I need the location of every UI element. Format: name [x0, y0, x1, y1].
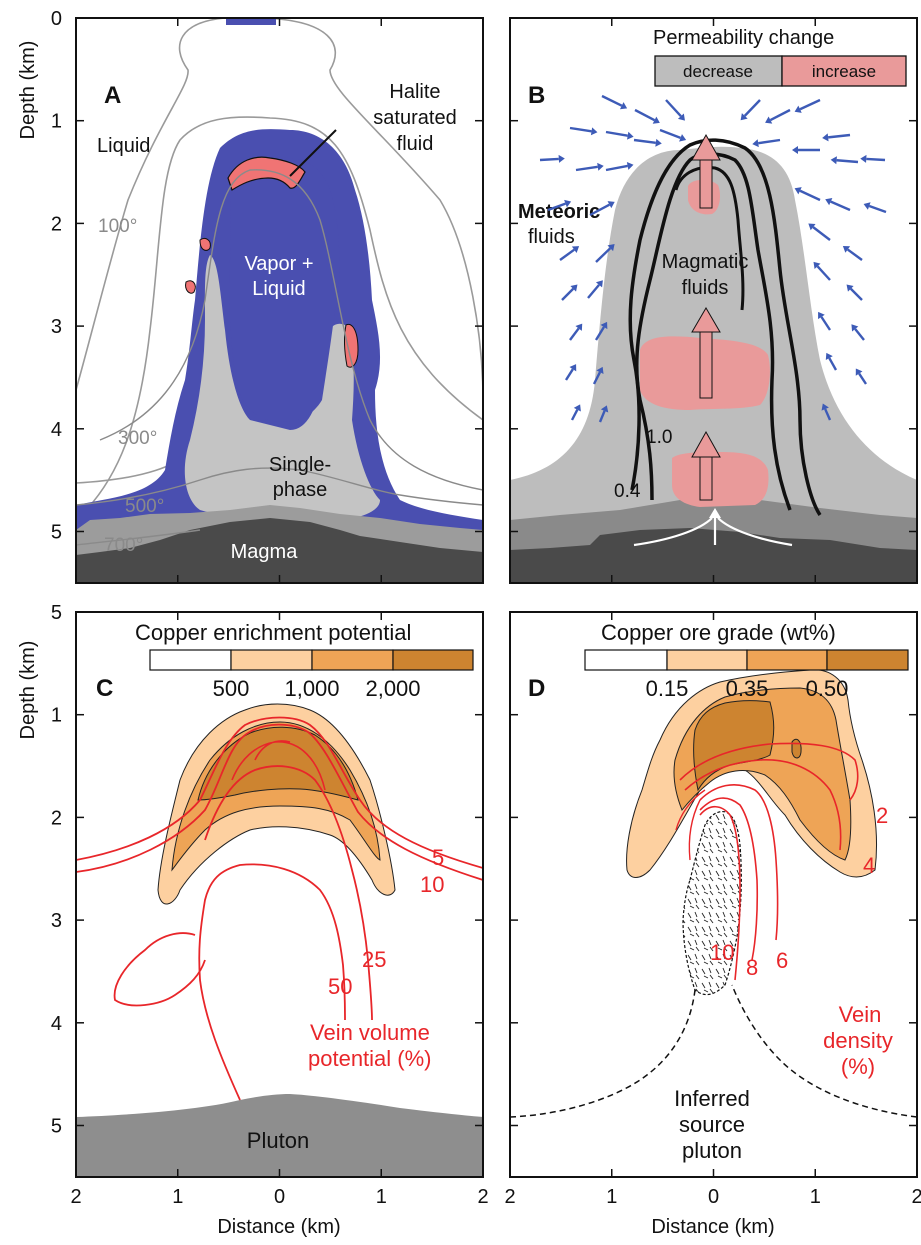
label-magmatic-1: Magmatic [662, 251, 749, 273]
label-magma: Magma [231, 541, 299, 563]
enrich-box-light [231, 650, 312, 670]
depth-tick-label: 3 [51, 910, 62, 932]
label-vein-density-3: (%) [841, 1054, 875, 1079]
panel-c: Copper enrichment potential 500 1,000 2,… [76, 612, 483, 1177]
pink-low [672, 452, 768, 507]
grade-dark-blob [792, 739, 801, 758]
label-pluton: Pluton [247, 1128, 309, 1153]
grade-box-dark [827, 650, 908, 670]
label-vein-2: 2 [876, 803, 888, 828]
grade-tick-1: 0.15 [646, 676, 689, 701]
enrich-legend-title: Copper enrichment potential [135, 620, 411, 645]
flow-arrow [540, 159, 559, 160]
distance-tick-label: 0 [708, 1186, 719, 1208]
panel-c-letter: C [96, 675, 113, 702]
label-magmatic-2: fluids [682, 277, 729, 299]
depth-tick-label: 4 [51, 1013, 62, 1035]
distance-tick-label: 2 [477, 1186, 488, 1208]
magma-top-line [226, 18, 276, 25]
grade-tick-2: 0.35 [726, 676, 769, 701]
enrich-box-mid [312, 650, 393, 670]
depth-tick-label: 0 [51, 8, 62, 30]
label-halite-1: Halite [389, 81, 440, 103]
label-meteoric-2: fluids [528, 226, 575, 248]
panel-b-letter: B [528, 82, 545, 109]
panel-d-letter: D [528, 675, 545, 702]
label-vein-10: 10 [420, 872, 444, 897]
label-vein-4: 4 [863, 853, 875, 878]
label-halite-2: saturated [373, 107, 456, 129]
depth-tick-label: 2 [51, 807, 62, 829]
y-axis-title-bottom: Depth (km) [17, 641, 39, 740]
depth-tick-label: 2 [51, 213, 62, 235]
label-vein-volume-1: Vein volume [310, 1020, 430, 1045]
label-700: 700° [104, 535, 143, 556]
distance-tick-label: 0 [274, 1186, 285, 1208]
depth-tick-label: 5 [51, 522, 62, 544]
depth-tick-label: 1 [51, 705, 62, 727]
label-inferred-1: Inferred [674, 1086, 750, 1111]
x-axis-title-left: Distance (km) [217, 1216, 340, 1238]
label-100: 100° [98, 216, 137, 237]
panel-d: Copper ore grade (wt%) 0.15 0.35 0.50 D … [510, 612, 917, 1177]
label-single-2: phase [273, 479, 328, 501]
label-300: 300° [118, 428, 157, 449]
label-vein-25: 25 [362, 947, 386, 972]
label-500: 500° [125, 496, 164, 517]
distance-tick-label: 2 [504, 1186, 515, 1208]
label-vein-density-2: density [823, 1028, 893, 1053]
enrich-tick-1: 500 [213, 676, 250, 701]
label-meteoric-1: Meteoric [518, 201, 600, 223]
label-vein-10: 10 [710, 940, 734, 965]
distance-tick-label: 1 [376, 1186, 387, 1208]
flow-arrow [866, 159, 885, 160]
label-halite-3: fluid [397, 133, 434, 155]
distance-tick-label: 2 [70, 1186, 81, 1208]
label-vein-5: 5 [432, 845, 444, 870]
depth-tick-label: 4 [51, 419, 62, 441]
label-vapor-2: Liquid [252, 278, 305, 300]
label-vein-volume-2: potential (%) [308, 1046, 432, 1071]
perm-decrease-label: decrease [683, 62, 753, 81]
distance-tick-label: 1 [810, 1186, 821, 1208]
panel-b: Permeability change decrease increase B … [510, 18, 917, 583]
x-axis-title-right: Distance (km) [651, 1216, 774, 1238]
panel-a-letter: A [104, 82, 121, 109]
distance-tick-label: 2 [911, 1186, 921, 1208]
label-inferred-3: pluton [682, 1138, 742, 1163]
label-inferred-2: source [679, 1112, 745, 1137]
enrich-box-white [150, 650, 231, 670]
grade-box-white [585, 650, 667, 670]
label-vein-8: 8 [746, 955, 758, 980]
label-contour-1-0: 1.0 [646, 427, 672, 448]
depth-tick-label: 1 [51, 111, 62, 133]
enrich-tick-2: 1,000 [284, 676, 339, 701]
panel-a: A Liquid Halite saturated fluid Vapor + … [76, 18, 483, 583]
depth-tick-label: 5 [51, 602, 62, 624]
grade-box-mid [747, 650, 827, 670]
distance-tick-label: 1 [606, 1186, 617, 1208]
grade-box-light [667, 650, 747, 670]
label-contour-0-4: 0.4 [614, 481, 641, 502]
grade-legend-title: Copper ore grade (wt%) [601, 620, 836, 645]
label-vein-50: 50 [328, 974, 352, 999]
label-liquid: Liquid [97, 135, 150, 157]
perm-increase-label: increase [812, 62, 876, 81]
label-vein-6: 6 [776, 948, 788, 973]
grade-tick-3: 0.50 [806, 676, 849, 701]
depth-tick-label: 3 [51, 316, 62, 338]
distance-tick-label: 1 [172, 1186, 183, 1208]
y-axis-title-top: Depth (km) [17, 41, 39, 140]
halite-blob-left2 [186, 281, 196, 294]
perm-title: Permeability change [653, 27, 834, 49]
depth-tick-label: 5 [51, 1116, 62, 1138]
label-single-1: Single- [269, 454, 331, 476]
enrich-box-dark [393, 650, 473, 670]
enrich-tick-3: 2,000 [365, 676, 420, 701]
label-vein-density-1: Vein [839, 1002, 882, 1027]
label-vapor-1: Vapor + [244, 253, 313, 275]
